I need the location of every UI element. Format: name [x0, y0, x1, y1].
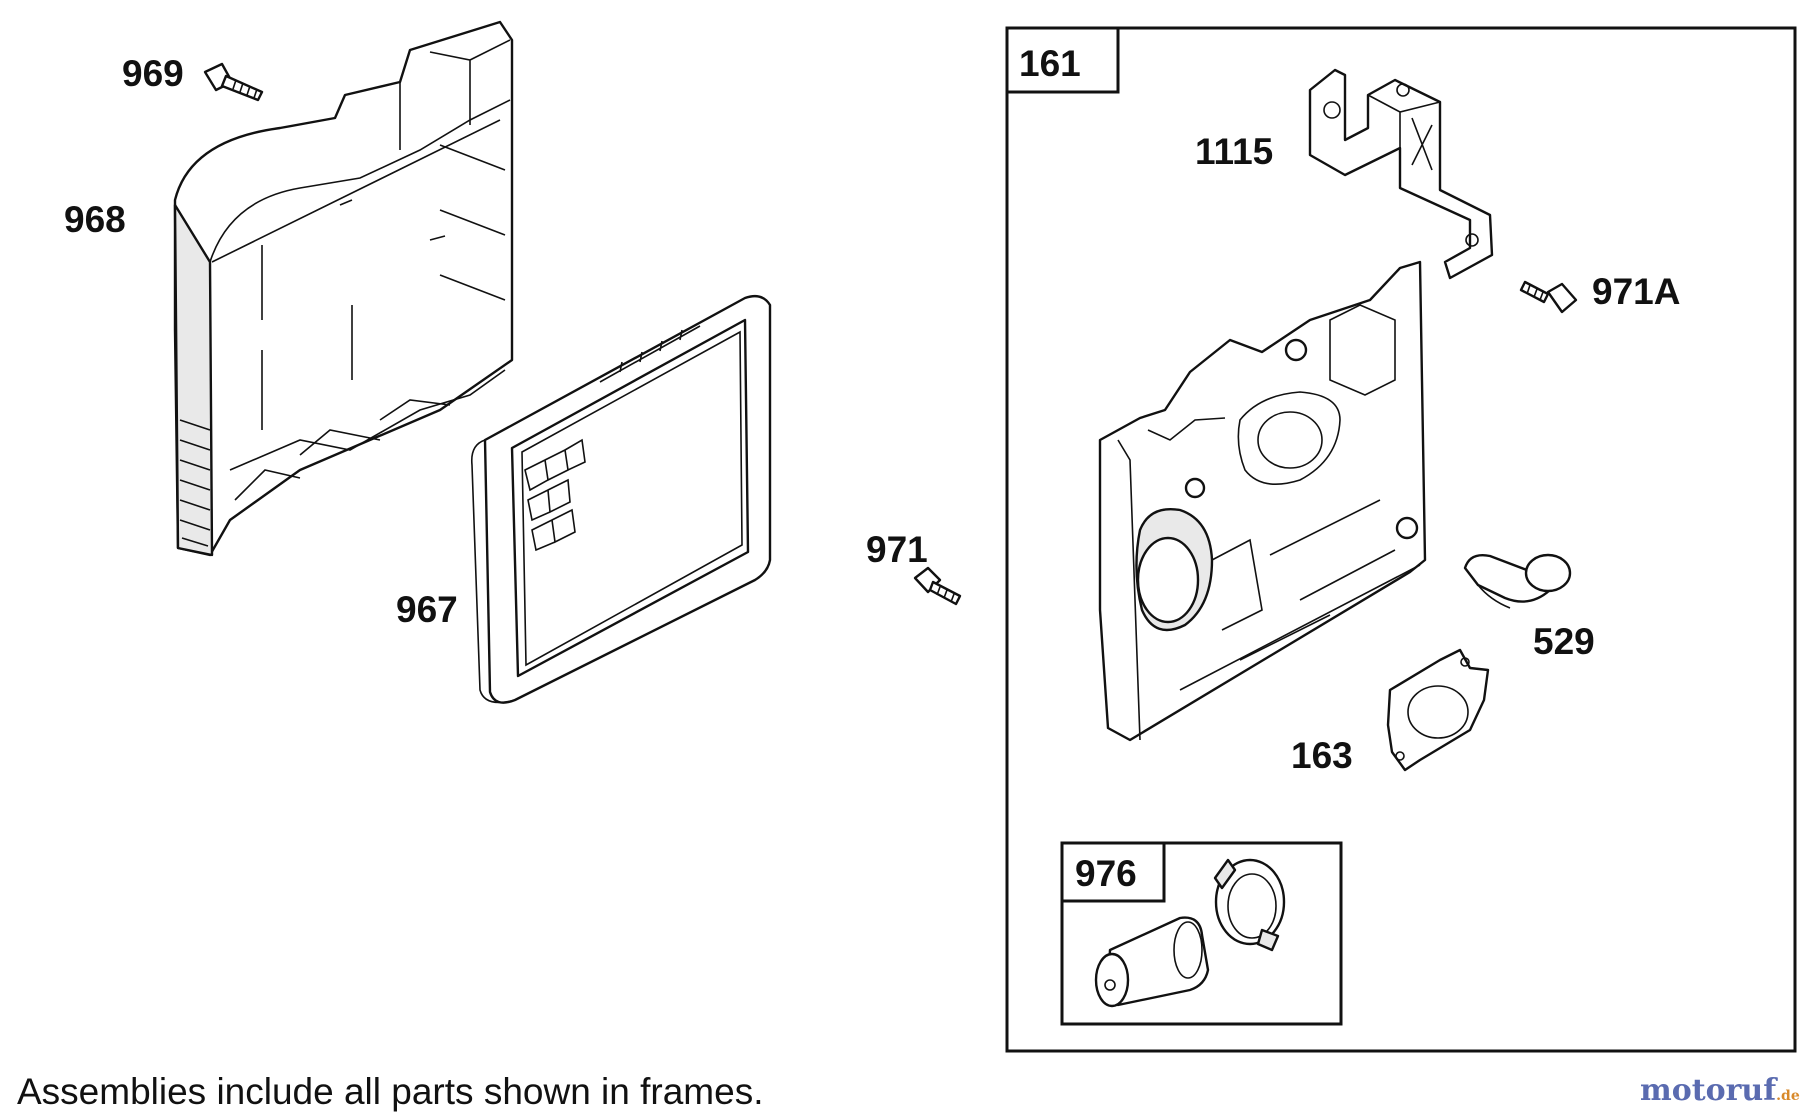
part-967-air-filter [470, 294, 772, 704]
frame-976-assembly [1060, 841, 1343, 1026]
frame-161-assembly [1005, 26, 1797, 1053]
footnote: Assemblies include all parts shown in fr… [17, 1071, 764, 1112]
label-967: 967 [396, 589, 458, 630]
label-976: 976 [1075, 853, 1137, 894]
part-969-screw [203, 62, 264, 102]
part-161-air-cleaner-housing [1098, 260, 1427, 742]
part-976-plug [1094, 916, 1210, 1008]
watermark-suffix: .de [1776, 1088, 1800, 1104]
label-971a: 971A [1592, 271, 1680, 312]
pleat-pattern [524, 438, 586, 552]
label-163: 163 [1291, 735, 1353, 776]
part-976-clamp [1213, 858, 1286, 952]
part-163-gasket [1386, 648, 1490, 772]
part-1115-bracket [1308, 68, 1494, 280]
part-529-breather-tube [1463, 553, 1572, 609]
svg-text:motoruf.de: motoruf.de [1640, 1073, 1800, 1108]
part-971-screw [913, 566, 962, 606]
label-529: 529 [1533, 621, 1595, 662]
label-161: 161 [1019, 43, 1081, 84]
label-969: 969 [122, 53, 184, 94]
label-968: 968 [64, 199, 126, 240]
part-968-air-cleaner-base [173, 20, 514, 557]
label-1115: 1115 [1195, 131, 1273, 172]
grille-texture [179, 419, 211, 547]
part-971a-screw [1519, 280, 1578, 314]
label-971: 971 [866, 529, 928, 570]
watermark-logo: motoruf.de [1640, 1073, 1800, 1108]
watermark-text: motoruf [1640, 1073, 1778, 1108]
